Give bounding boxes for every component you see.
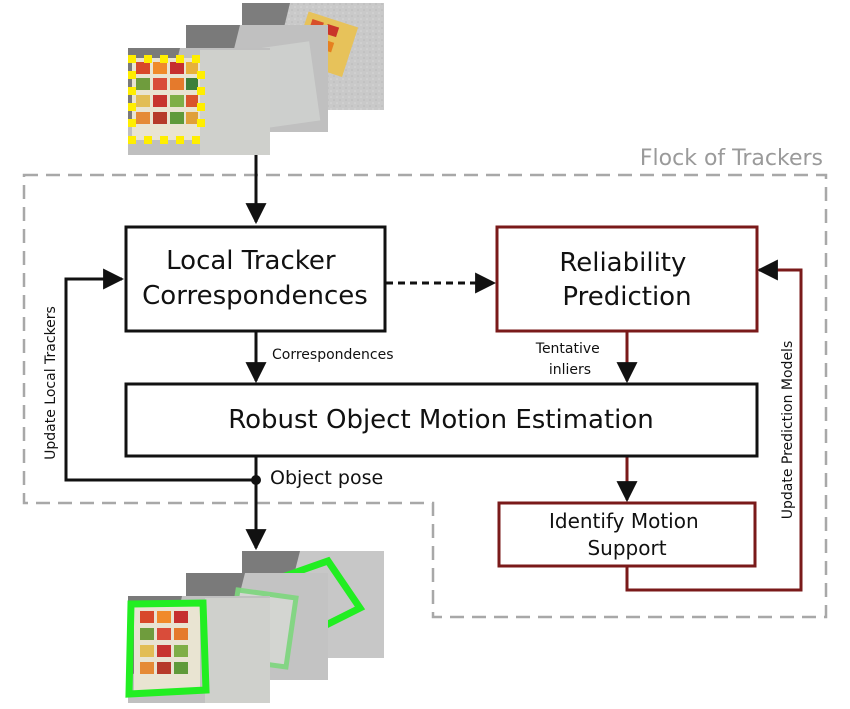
svg-text:Tentative inliers: Tentative inliers bbox=[535, 341, 604, 378]
label-inliers: inliers bbox=[549, 362, 591, 378]
identify-motion-support-box: Identify Motion Support bbox=[497, 501, 757, 568]
identify-support-line-2: Support bbox=[587, 536, 666, 560]
local-tracker-box: Local Tracker Correspondences bbox=[124, 225, 387, 333]
target-object bbox=[132, 58, 200, 140]
svg-text:Identify Motion Support: Identify Motion Support bbox=[549, 509, 705, 560]
object-pose-junction bbox=[251, 475, 261, 485]
robust-motion-box: Robust Object Motion Estimation bbox=[124, 382, 759, 458]
local-tracker-line-2: Correspondences bbox=[142, 281, 368, 311]
reliability-line-2: Prediction bbox=[562, 282, 691, 312]
tracker-points bbox=[128, 55, 205, 144]
flock-group-border bbox=[22, 173, 828, 619]
output-frame-1 bbox=[125, 596, 270, 703]
input-frames bbox=[128, 3, 384, 155]
svg-text:Local Tracker Correspond: Local Tracker Correspondences bbox=[142, 246, 368, 311]
pose-bounding-box bbox=[125, 599, 210, 698]
loop-update-local-trackers bbox=[64, 268, 256, 482]
svg-text:Reliability Prediction: Reliability Prediction bbox=[559, 248, 694, 312]
input-frame-1 bbox=[128, 48, 270, 155]
reliability-line-1: Reliability bbox=[559, 248, 686, 278]
identify-support-line-1: Identify Motion bbox=[549, 509, 699, 533]
output-frames bbox=[125, 551, 384, 703]
local-tracker-line-1: Local Tracker bbox=[166, 246, 336, 276]
label-update-prediction-models: Update Prediction Models bbox=[780, 341, 796, 519]
label-object-pose: Object pose bbox=[270, 467, 383, 489]
flock-group-title: Flock of Trackers bbox=[640, 146, 823, 171]
label-tentative: Tentative bbox=[535, 341, 600, 357]
loop-update-prediction-models bbox=[625, 259, 803, 592]
reliability-prediction-box: Reliability Prediction bbox=[495, 225, 759, 333]
label-correspondences: Correspondences bbox=[272, 347, 394, 363]
robust-motion-label: Robust Object Motion Estimation bbox=[228, 405, 654, 435]
label-update-local-trackers: Update Local Trackers bbox=[43, 306, 59, 460]
